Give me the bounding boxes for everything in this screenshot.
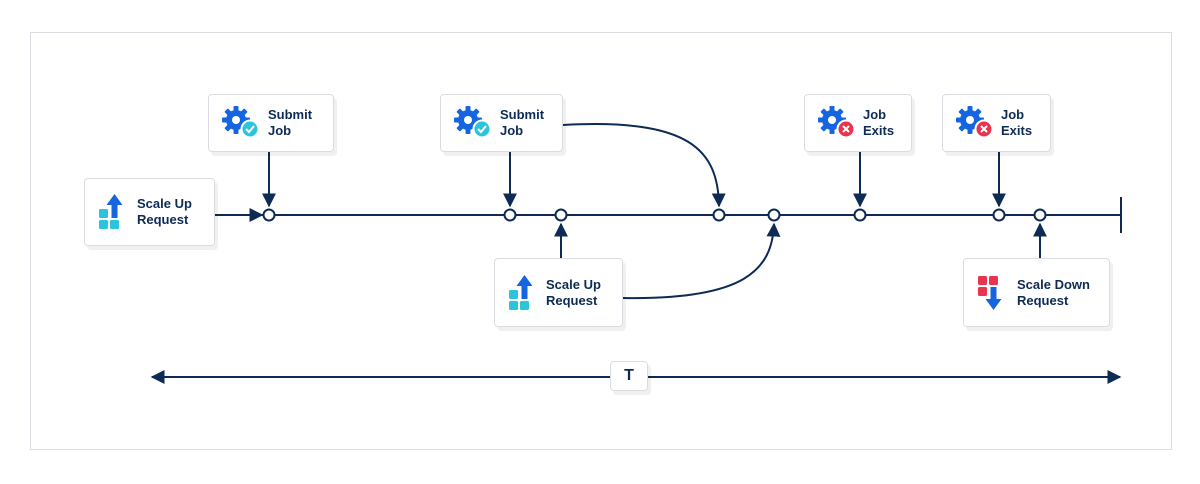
gear-check-icon (222, 106, 260, 139)
scale-down-request-card: Scale Down Request (963, 258, 1110, 327)
card-label: Scale Up Request (546, 276, 601, 308)
card-label: Job Exits (863, 107, 895, 138)
event-node (503, 208, 517, 222)
event-node (554, 208, 568, 222)
card-label: Submit Job (268, 107, 313, 138)
gear-x-icon (956, 106, 994, 139)
card-label: Job Exits (1001, 107, 1033, 138)
submit-job-card: Submit Job (208, 94, 334, 152)
card-label: Submit Job (500, 107, 545, 138)
scale-down-icon (978, 275, 1002, 310)
event-node (712, 208, 726, 222)
scale-up-icon (99, 194, 123, 229)
card-label: Scale Up Request (137, 196, 192, 227)
connector-scale-up-2-curve (622, 222, 781, 300)
gear-check-icon (454, 106, 492, 139)
duration-label: T (610, 361, 648, 391)
scale-up-request-card: Scale Up Request (84, 178, 215, 246)
job-exits-card: Job Exits (804, 94, 912, 152)
scale-up-request-card: Scale Up Request (494, 258, 623, 327)
gear-x-icon (818, 106, 856, 139)
event-node (767, 208, 781, 222)
connector-submit-job-2-curve (562, 123, 726, 208)
card-label: Scale Down Request (1017, 276, 1090, 308)
event-node (992, 208, 1006, 222)
scale-up-icon (509, 274, 533, 310)
event-node (853, 208, 867, 222)
event-node (1033, 208, 1047, 222)
submit-job-card: Submit Job (440, 94, 563, 152)
job-exits-card: Job Exits (942, 94, 1051, 152)
event-node (262, 208, 276, 222)
